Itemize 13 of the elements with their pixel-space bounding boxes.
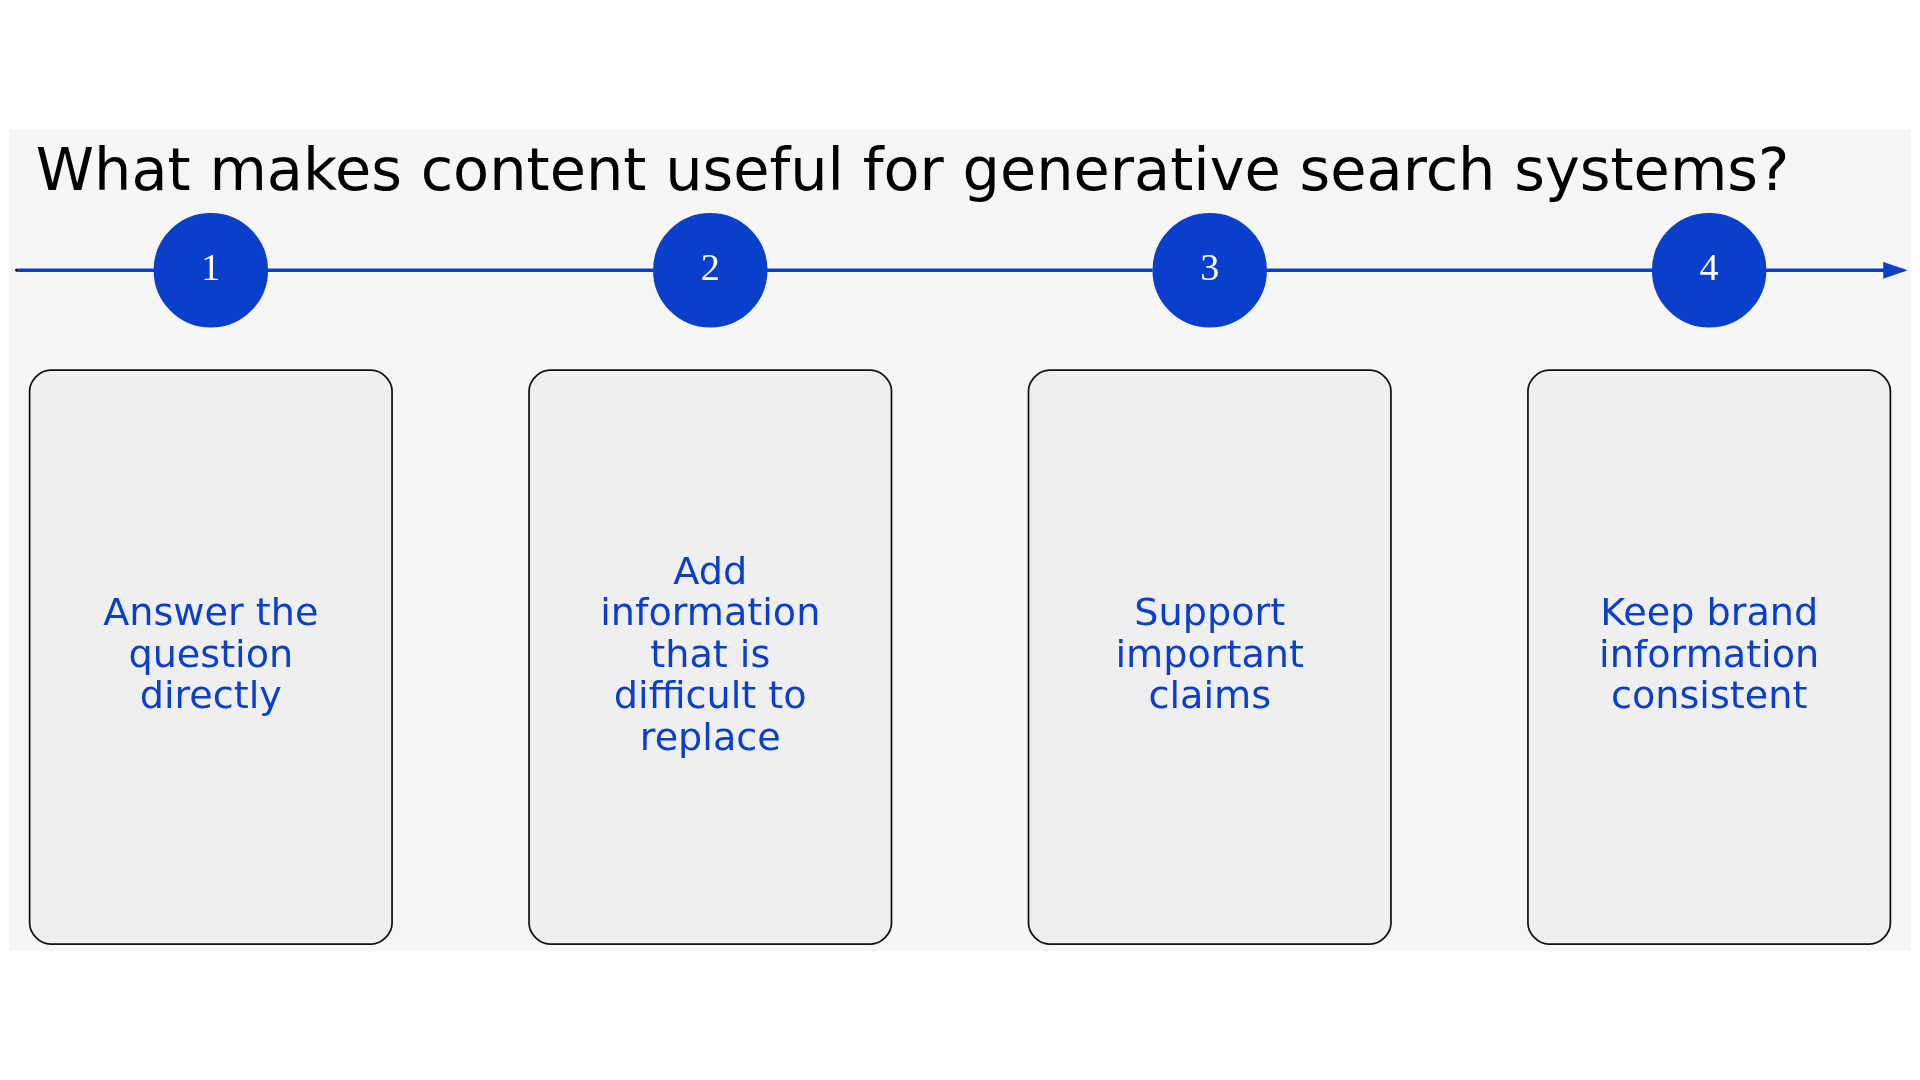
node-circle: 2 xyxy=(653,213,768,328)
connector xyxy=(766,268,1153,273)
node-box: Add information that is difficult to replace xyxy=(528,369,893,945)
connector xyxy=(17,268,155,273)
diagram-title: What makes content useful for generative search systems? xyxy=(35,135,1790,205)
node-circle: 3 xyxy=(1152,213,1267,328)
node-box: Answer the question directly xyxy=(28,369,393,945)
connector xyxy=(1266,268,1653,273)
node-circle: 1 xyxy=(153,213,269,328)
connector xyxy=(267,268,654,273)
node-box: Keep brand information consistent xyxy=(1527,369,1892,945)
node-circle: 4 xyxy=(1651,213,1767,328)
node-box: Support important claims xyxy=(1027,369,1392,945)
